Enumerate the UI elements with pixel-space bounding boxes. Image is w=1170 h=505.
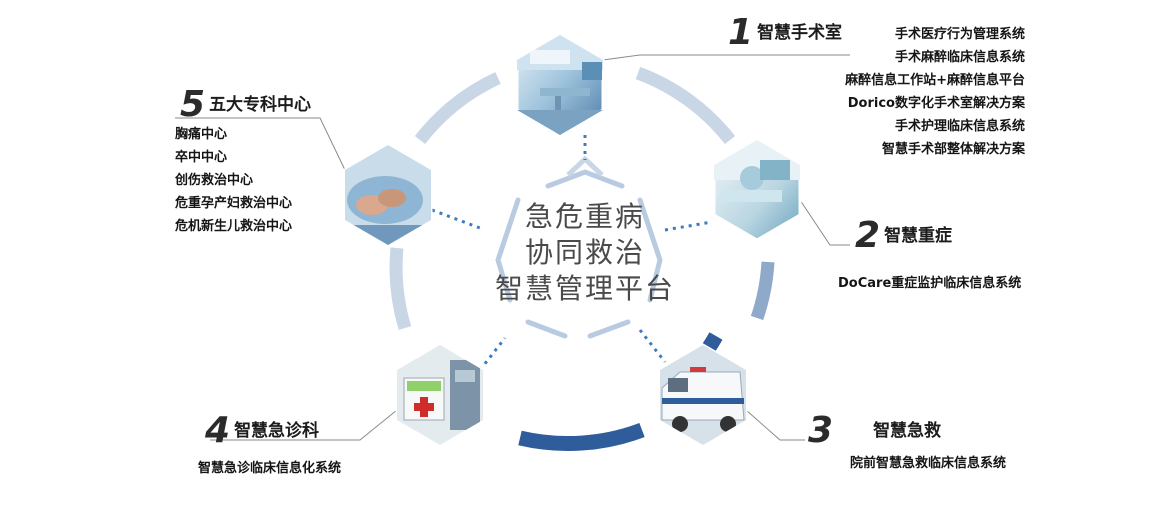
module-1-item: 手术护理临床信息系统	[894, 119, 1025, 134]
ring-segment	[518, 422, 645, 452]
leader-line	[175, 117, 346, 171]
dotted-connector	[431, 208, 481, 230]
module-3-title: 3 智慧急救	[808, 410, 941, 451]
leader-line	[602, 54, 850, 61]
ambulance-image	[658, 343, 748, 447]
center-title-line-3: 智慧管理平台	[494, 272, 675, 305]
module-number: 4	[205, 410, 231, 451]
module-1-item: 智慧手术部整体解决方案	[881, 142, 1025, 157]
module-1-item: 麻醉信息工作站+麻醉信息平台	[845, 73, 1025, 88]
module-number: 5	[180, 84, 206, 125]
ring-segment	[635, 66, 736, 145]
ring-segment	[389, 247, 412, 330]
module-4-item: 智慧急诊临床信息化系统	[198, 461, 342, 476]
leader-line	[210, 409, 398, 441]
module-number: 1	[728, 12, 754, 53]
module-label: 五大专科中心	[209, 95, 312, 115]
operating-room-image	[515, 33, 605, 137]
specialty-center-image	[343, 143, 433, 247]
module-label: 智慧急救	[873, 421, 942, 441]
leader-line	[745, 409, 805, 441]
dotted-connector	[638, 329, 667, 363]
module-label: 智慧急诊科	[234, 421, 320, 441]
module-5-item: 卒中中心	[175, 150, 228, 165]
module-5-item: 创伤救治中心	[175, 173, 254, 188]
leader-line	[799, 199, 850, 246]
module-3-item: 院前智慧急救临床信息系统	[850, 456, 1007, 471]
module-label: 智慧手术室	[757, 23, 843, 43]
center-title-line-1: 急危重病	[524, 200, 645, 233]
inner-pentagon	[495, 169, 663, 339]
emergency-dept-image	[395, 343, 485, 447]
ring-segment	[750, 261, 775, 321]
module-5-item: 胸痛中心	[175, 127, 228, 142]
center-title-line-2: 协同救治	[524, 236, 645, 269]
module-1-item: 手术医疗行为管理系统	[894, 27, 1025, 42]
module-number: 2	[855, 215, 881, 256]
ring-segment	[414, 72, 501, 145]
module-number: 3	[808, 410, 834, 451]
module-2-item: DoCare重症监护临床信息系统	[838, 276, 1022, 291]
module-label: 智慧重症	[884, 226, 953, 246]
dotted-connector	[478, 337, 507, 371]
icu-image	[712, 138, 802, 242]
module-1-item: 手术麻醉临床信息系统	[894, 50, 1025, 65]
module-5-item: 危机新生儿救治中心	[175, 219, 293, 234]
module-1-item: Dorico数字化手术室解决方案	[847, 96, 1025, 111]
module-5-item: 危重孕产妇救治中心	[175, 196, 293, 211]
